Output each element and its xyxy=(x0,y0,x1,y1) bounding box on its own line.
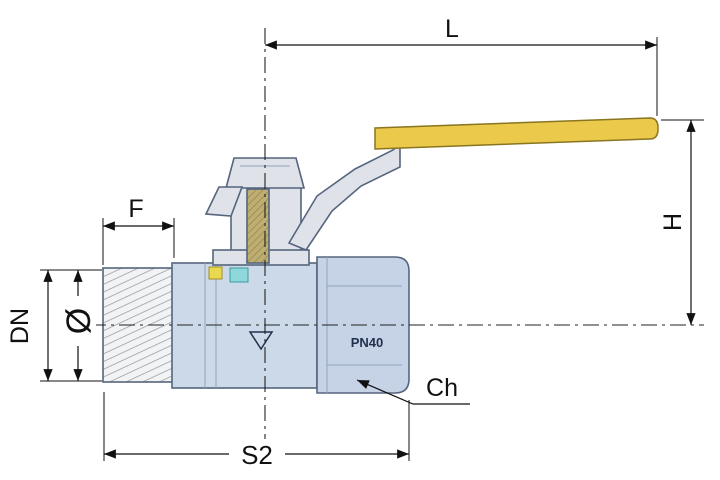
dimension-label-H: H xyxy=(659,213,687,231)
seal-cyan xyxy=(229,267,249,283)
dimension-DN: DN xyxy=(6,269,102,382)
pressure-rating-marking: PN40 xyxy=(351,335,384,350)
bonnet-stem xyxy=(204,157,310,266)
dimension-label-diameter: Ø xyxy=(60,308,98,334)
dimension-L: L xyxy=(265,15,658,116)
dimension-H: H xyxy=(659,119,704,325)
seal-yellow xyxy=(208,266,223,280)
dimension-label-L: L xyxy=(445,15,459,43)
dimension-label-DN: DN xyxy=(6,308,34,344)
lever-strap xyxy=(287,142,401,251)
lever-stop-tail xyxy=(204,186,244,217)
brass-stem-section xyxy=(246,188,270,264)
dimension-label-S2: S2 xyxy=(241,440,273,470)
valve-assembly: PN40 xyxy=(102,117,659,394)
dimension-label-F: F xyxy=(128,195,143,223)
handle-grip xyxy=(374,117,659,150)
dimension-F: F xyxy=(102,195,175,265)
dimension-diameter: Ø xyxy=(60,270,98,381)
dimension-S2: S2 xyxy=(103,392,410,470)
brand-logo-triangle xyxy=(248,331,274,351)
callout-Ch: Ch xyxy=(356,374,470,405)
dimension-label-Ch: Ch xyxy=(426,374,458,402)
